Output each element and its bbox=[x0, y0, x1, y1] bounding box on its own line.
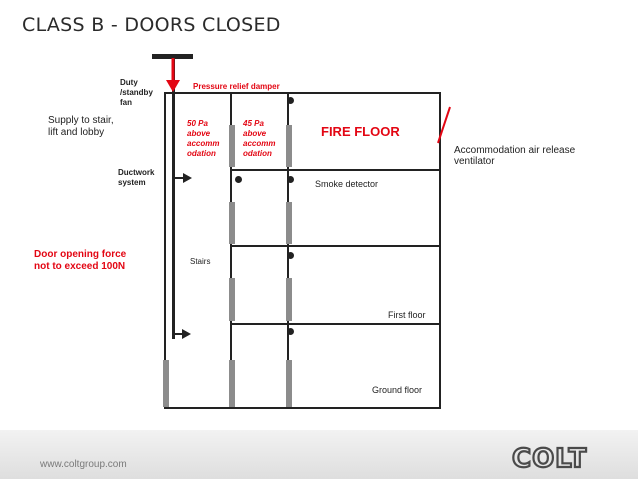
door-lobby-3 bbox=[286, 278, 292, 321]
pressure-50-label: 50 Pa above accomm odation bbox=[187, 119, 220, 158]
air-release-label: Accommodation air release ventilator bbox=[454, 145, 576, 167]
door-stair-2 bbox=[229, 202, 235, 244]
diagram-arrows bbox=[166, 58, 451, 339]
roof-line bbox=[164, 92, 440, 94]
door-stair-4 bbox=[229, 360, 235, 407]
floor-line-1 bbox=[230, 169, 441, 171]
pressure-damper-label: Pressure relief damper bbox=[193, 82, 280, 91]
duct-arrow-head bbox=[183, 173, 192, 183]
colt-logo-text: COLT bbox=[512, 444, 587, 472]
footer-bar bbox=[0, 430, 638, 479]
door-lobby-2 bbox=[286, 202, 292, 244]
floor-line-2 bbox=[230, 245, 441, 247]
smoke-detector-dot bbox=[287, 328, 294, 335]
door-stair-top bbox=[229, 125, 235, 167]
smoke-detector-dot bbox=[287, 176, 294, 183]
smoke-detector-dot bbox=[235, 176, 242, 183]
door-lobby-top bbox=[286, 125, 292, 167]
ventilator-red-line bbox=[437, 106, 451, 144]
door-force-label: Door opening force not to exceed 100N bbox=[34, 249, 127, 272]
stairs-label: Stairs bbox=[190, 257, 211, 266]
stair-wall-left bbox=[164, 92, 166, 409]
floor-line-3 bbox=[230, 323, 441, 325]
smoke-detector-label: Smoke detector bbox=[315, 179, 379, 189]
supply-label: Supply to stair, lift and lobby bbox=[48, 115, 114, 138]
colt-logo: COLT bbox=[510, 442, 618, 475]
smoke-detector-dot bbox=[287, 252, 294, 259]
building-wall-right bbox=[439, 92, 441, 409]
ground-line bbox=[164, 407, 441, 409]
duty-fan-label: Duty /standby fan bbox=[120, 78, 153, 107]
door-stair-3 bbox=[229, 278, 235, 321]
fan-arrow-head bbox=[166, 80, 180, 92]
footer-url[interactable]: www.coltgroup.com bbox=[40, 459, 127, 470]
first-floor-label: First floor bbox=[388, 310, 426, 320]
lobby-wall-right bbox=[287, 92, 289, 409]
stair-wall-right bbox=[230, 92, 232, 409]
slide-title: CLASS B - DOORS CLOSED bbox=[22, 14, 281, 36]
ductwork-label: Ductwork system bbox=[118, 168, 155, 187]
duct-vertical bbox=[172, 56, 175, 339]
door-stair-ground bbox=[163, 360, 169, 407]
smoke-detector-dot bbox=[287, 97, 294, 104]
door-lobby-4 bbox=[286, 360, 292, 407]
pressure-45-label: 45 Pa above accomm odation bbox=[243, 119, 276, 158]
ground-floor-label: Ground floor bbox=[372, 385, 423, 395]
duct-arrow-head bbox=[182, 329, 191, 339]
fire-floor-label: FIRE FLOOR bbox=[321, 124, 400, 139]
